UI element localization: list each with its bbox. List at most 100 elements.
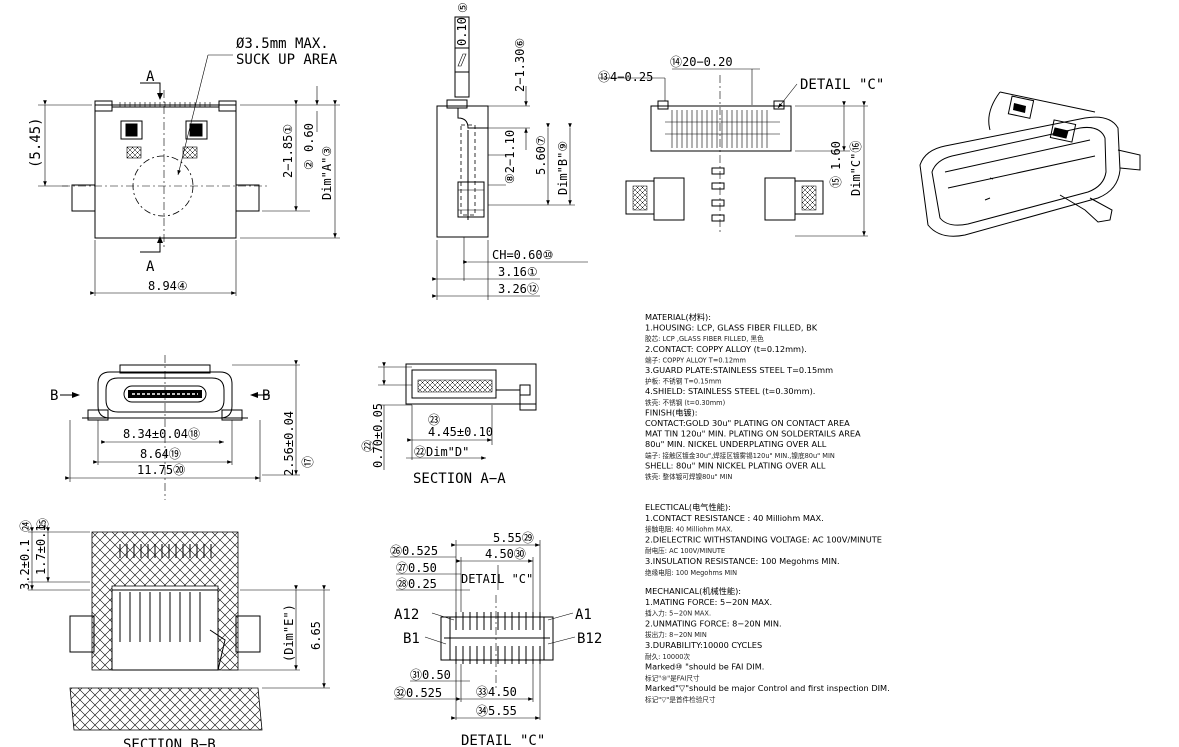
detail-c-view: 5.55㉙ 4.50㉚ ㉖0.525 ㉗0.50 ㉘0.25 DETAIL "C…: [390, 531, 602, 747]
note-line: 插入力: 5−20N MAX.: [645, 609, 711, 618]
note-line: FINISH(电镀):: [645, 407, 698, 417]
dim-050-top: ㉗0.50: [396, 561, 437, 575]
note-line: 1.MATING FORCE: 5−20N MAX.: [645, 597, 772, 607]
note-line: MECHANICAL(机械性能):: [645, 586, 741, 596]
note-line: 铁壳: 不锈钢 (t=0.30mm): [645, 398, 725, 407]
dim-445-ref: ㉓: [428, 413, 440, 427]
flatness-value: 0.10: [455, 17, 469, 46]
rear-view-contacts: [665, 110, 780, 148]
section-marker-top: A: [146, 69, 155, 85]
note-line: MAT TIN 120u" MIN. PLATING ON SOLDERTAIL…: [645, 429, 861, 439]
note-line: 护板: 不锈钢 T=0.15mm: [645, 377, 721, 386]
flatness-ref: ⑤: [456, 2, 470, 13]
rear-view: ⑬4−0.25 ⑭20−0.20 DETAIL "C" 1.60 ⑮ Dim"C…: [598, 55, 884, 237]
note-line: 3.INSULATION RESISTANCE: 100 Megohms MIN…: [645, 556, 840, 566]
dim-b: Dim"B"⑨: [556, 141, 570, 195]
dim-070: 0.70±0.05: [371, 403, 385, 468]
dim-2-185: 2−1.85①: [281, 124, 295, 178]
note-line: 绝缘电阻: 100 Megohms MIN: [645, 568, 737, 577]
note-line: 标记"▽"是首件检验尺寸: [645, 695, 716, 704]
dim-phi2-110: ⑧2−1.10: [503, 130, 517, 184]
dim-555-bot: ㉞5.55: [476, 704, 517, 718]
dim-1175: 11.75⑳: [137, 463, 185, 477]
dim-c-ref: ⑮: [829, 176, 843, 188]
note-line: Marked"▽"should be major Control and fir…: [645, 683, 890, 693]
side-view: 0.10 ⑤ 2−1.30⑥ ⑧2−1.10 5.60⑦ Dim"B"⑨ CH=…: [432, 2, 588, 300]
dim-555-top: 5.55㉙: [493, 531, 534, 545]
dim-450-bot: ㉝4.50: [476, 685, 517, 699]
dim-864: 8.64⑲: [140, 447, 181, 461]
dim-d: ㉒Dim"D": [414, 445, 469, 459]
dim-17: 1.7±0.1: [34, 524, 48, 575]
note-line: 耐电压: AC 100V/MINUTE: [645, 546, 725, 555]
dim-894: 8.94④: [148, 279, 188, 293]
note-line: 2.UNMATING FORCE: 8−20N MIN.: [645, 618, 782, 628]
isometric-view: [919, 91, 1141, 237]
dim-070-ref: ㉒: [361, 440, 375, 452]
pin-b12: B12: [577, 631, 602, 647]
dim-834: 8.34±0.04⑱: [123, 427, 200, 441]
dim-0525-top: ㉖0.525: [390, 544, 438, 558]
section-aa-title: SECTION A−A: [413, 471, 506, 487]
note-line: CONTACT:GOLD 30u" PLATING ON CONTACT ARE…: [645, 418, 850, 428]
dim-32: 3.2±0.1: [18, 539, 32, 590]
note-line: SHELL: 80u" MIN NICKEL PLATING OVER ALL: [645, 460, 826, 470]
note-line: 端子: COPPY ALLOY T=0.12mm: [645, 355, 746, 364]
dim-32-ref: ㉔: [19, 520, 33, 532]
note-line: 端子: 接触区镀金30u",焊接区镀雾锡120u" MIN.,镍底80u" MI…: [645, 451, 835, 460]
dim-ch: CH=0.60⑩: [492, 248, 553, 262]
dim-050-bot: ㉛0.50: [410, 668, 451, 682]
dim-17-ref: ㉕: [36, 518, 50, 530]
note-line: 标记"⑩"是FAI尺寸: [645, 673, 700, 682]
dim-e: (Dim"E"): [282, 604, 296, 662]
note-line: 3.DURABILITY:10000 CYCLES: [645, 640, 762, 650]
dim-c: Dim"C"⑯: [849, 141, 863, 196]
note-line: 80u" MIN. NICKEL UNDERPLATING OVER ALL: [645, 439, 827, 449]
dim-160: 1.60: [829, 141, 843, 170]
section-b-right: B: [262, 388, 270, 404]
note-line: 铁壳: 整体镀可焊镍80u" MIN: [645, 472, 732, 481]
notes-mechanical: MECHANICAL(机械性能):1.MATING FORCE: 5−20N M…: [645, 586, 890, 704]
dim-060: ② 0.60: [302, 123, 316, 170]
note-line: Marked⑩ "should be FAI DIM.: [645, 662, 764, 672]
suck-up-note-line2: SUCK UP AREA: [236, 52, 338, 68]
dim-4-025: ⑬4−0.25: [598, 70, 653, 84]
detail-c-title: DETAIL "C": [461, 733, 545, 747]
note-line: 耐久: 10000次: [645, 652, 690, 661]
note-line: 2.CONTACT: COPPY ALLOY (t=0.12mm).: [645, 344, 807, 354]
detail-c-contacts: [444, 612, 550, 664]
note-line: 3.GUARD PLATE:STAINLESS STEEL T=0.15mm: [645, 365, 833, 375]
note-line: 4.SHIELD: STAINLESS STEEL (t=0.30mm).: [645, 386, 815, 396]
top-view-pins: [119, 102, 211, 107]
notes-material: MATERIAL(材料):1.HOUSING: LCP, GLASS FIBER…: [645, 312, 861, 481]
section-bb-view: 3.2±0.1 ㉔ 1.7±0.1 ㉕ (Dim"E") 6.65 SECTIO…: [18, 518, 330, 747]
detail-c-label: DETAIL "C": [800, 77, 884, 93]
dim-025: ㉘0.25: [396, 577, 437, 591]
dim-445: 4.45±0.10: [428, 425, 493, 439]
section-b-left: B: [50, 388, 58, 404]
note-line: 胶芯: LCP ,GLASS FIBER FILLED, 黑色: [645, 334, 764, 343]
detail-c-small: DETAIL "C": [461, 572, 533, 586]
section-aa-view: 0.70±0.05 ㉒ 4.45±0.10 ㉓ ㉒Dim"D" SECTION …: [361, 362, 537, 487]
front-view: B B 8.34±0.04⑱ 8.64⑲ 11.75⑳ 2.56±0.04 ⑰: [50, 355, 315, 500]
notes-block: MATERIAL(材料):1.HOUSING: LCP, GLASS FIBER…: [645, 312, 890, 704]
dim-450-top: 4.50㉚: [485, 547, 526, 561]
dim-560: 5.60⑦: [534, 135, 548, 175]
dim-665: 6.65: [309, 621, 323, 650]
dim-316: 3.16①: [498, 265, 538, 279]
note-line: 1.CONTACT RESISTANCE : 40 Milliohm MAX.: [645, 513, 824, 523]
dim-545: (5.45): [28, 117, 44, 168]
pin-b1: B1: [403, 631, 420, 647]
dim-a: Dim"A"③: [320, 146, 334, 200]
note-line: 1.HOUSING: LCP, GLASS FIBER FILLED, BK: [645, 323, 818, 333]
note-line: 接触电阻: 40 Milliohm MAX.: [645, 525, 733, 534]
rear-view-center-pins: [711, 167, 725, 222]
section-bb-title: SECTION B−B: [123, 737, 216, 747]
section-marker-bottom: A: [146, 259, 155, 275]
dim-256-ref: ⑰: [301, 456, 315, 468]
note-line: MATERIAL(材料):: [645, 312, 711, 322]
pin-a12: A12: [394, 607, 419, 623]
dim-2-130: 2−1.30⑥: [513, 38, 527, 92]
dim-0525-bot: ㉜0.525: [394, 686, 442, 700]
